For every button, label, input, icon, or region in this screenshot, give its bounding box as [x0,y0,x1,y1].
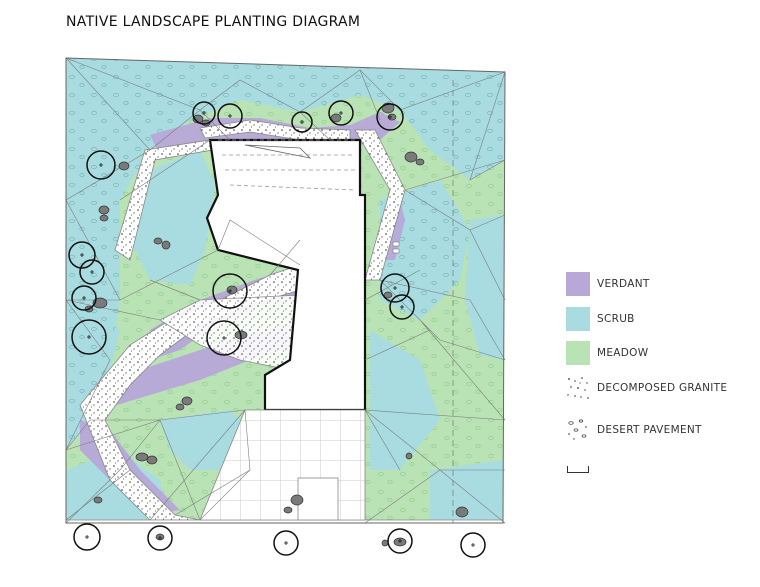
decomposed-granite-paths [79,119,406,521]
legend-label: DESERT PAVEMENT [597,424,702,436]
scale-bar [567,466,589,473]
site-boundary [65,57,506,524]
diagram-title: NATIVE LANDSCAPE PLANTING DIAGRAM [66,14,361,30]
tree-centers [80,111,475,547]
desert-pavement-swatch [568,419,587,440]
legend-label: DECOMPOSED GRANITE [597,382,728,394]
verdant-swatch [566,272,590,296]
tree-canopies [68,100,486,558]
legend-label: MEADOW [597,347,649,359]
building-footprint [205,138,367,412]
legend-item-meadow: MEADOW [566,341,756,365]
roof-lines [218,139,356,191]
legend-label: SCRUB [597,313,635,325]
legend-item-decomposed-granite: DECOMPOSED GRANITE [566,376,756,400]
legend-label: VERDANT [597,278,650,290]
scrub-swatch [566,307,590,331]
meadow-swatch [566,341,590,365]
strip-south [66,519,505,523]
legend-item-verdant: VERDANT [566,272,756,296]
planter-markers [392,241,400,254]
decomposed-granite-swatch [567,377,589,399]
legend-item-desert-pavement: DESERT PAVEMENT [566,418,756,442]
legend-item-scrub: SCRUB [566,307,756,331]
